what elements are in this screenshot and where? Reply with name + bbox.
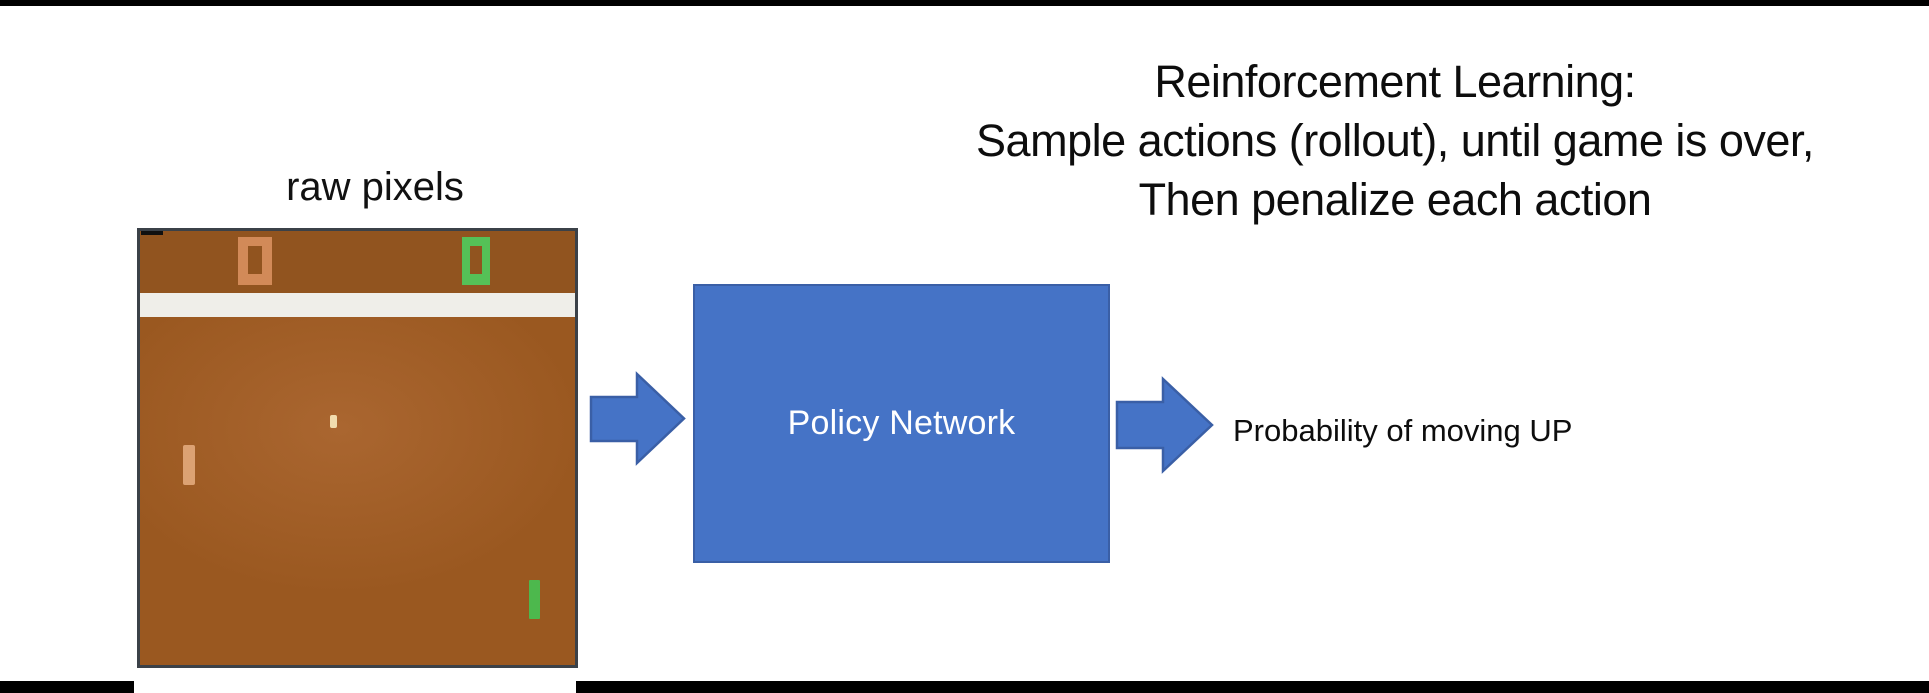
top-letterbox-bar — [0, 0, 1929, 6]
right-paddle — [529, 580, 540, 619]
input-arrow-icon — [589, 371, 686, 466]
right-score-zero — [462, 237, 490, 285]
policy-network-box: Policy Network — [693, 284, 1110, 563]
input-arrow-shape — [589, 371, 686, 466]
raw-pixels-label: raw pixels — [286, 165, 464, 209]
game-frame — [140, 231, 575, 665]
game-screenshot — [137, 228, 578, 668]
score-area — [140, 231, 575, 293]
ball — [330, 415, 337, 428]
bottom-letterbox-bar-left — [0, 681, 134, 693]
title-line-3: Then penalize each action — [1138, 174, 1652, 225]
top-notch — [141, 231, 163, 235]
title-line-2: Sample actions (rollout), until game is … — [976, 115, 1814, 166]
left-score-zero — [238, 237, 272, 285]
probability-label: Probability of moving UP — [1233, 413, 1573, 448]
policy-network-label: Policy Network — [787, 404, 1016, 442]
output-arrow-icon — [1115, 376, 1214, 474]
playfield — [140, 317, 575, 665]
bottom-letterbox-bar-right — [576, 681, 1929, 693]
title: Reinforcement Learning: Sample actions (… — [860, 52, 1929, 229]
title-line-1: Reinforcement Learning: — [1154, 56, 1636, 107]
left-paddle — [183, 445, 195, 485]
output-arrow-shape — [1115, 376, 1214, 474]
divider-bar — [140, 293, 575, 317]
